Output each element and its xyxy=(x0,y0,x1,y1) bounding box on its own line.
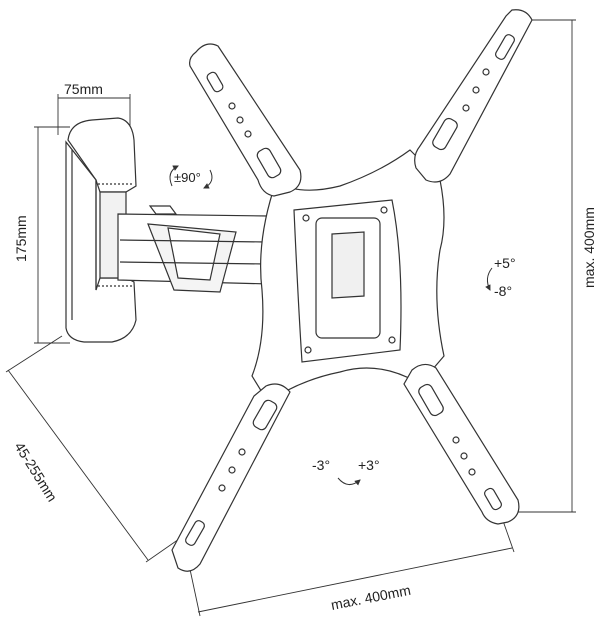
vesa-height-label: max. 400mm xyxy=(581,207,597,288)
vesa-width-dimension-line xyxy=(197,547,513,613)
rotation-label: ±90° xyxy=(174,170,201,185)
vesa-width-label: max. 400mm xyxy=(330,582,412,613)
swivel-right-label: +3° xyxy=(358,457,380,473)
wall-distance-label: 45-255mm xyxy=(11,439,60,504)
tilt-arrow-icon xyxy=(485,267,493,291)
swivel-left-label: -3° xyxy=(312,457,330,473)
rotate-arrow-icon xyxy=(169,165,213,189)
vesa-plate xyxy=(251,149,445,403)
tilt-down-label: -8° xyxy=(494,283,512,299)
tilt-up-label: +5° xyxy=(494,255,516,271)
swing-arm xyxy=(117,205,277,293)
bracket-arm-top-right xyxy=(414,9,533,183)
swivel-arrow-icon xyxy=(337,477,361,486)
wall-plate-width-label: 75mm xyxy=(64,81,103,97)
wall-plate-height-label: 175mm xyxy=(13,215,29,262)
depth-dimension-line xyxy=(7,369,149,561)
vesa-bracket-arms xyxy=(171,9,533,572)
bracket-arm-top-left xyxy=(189,43,302,197)
